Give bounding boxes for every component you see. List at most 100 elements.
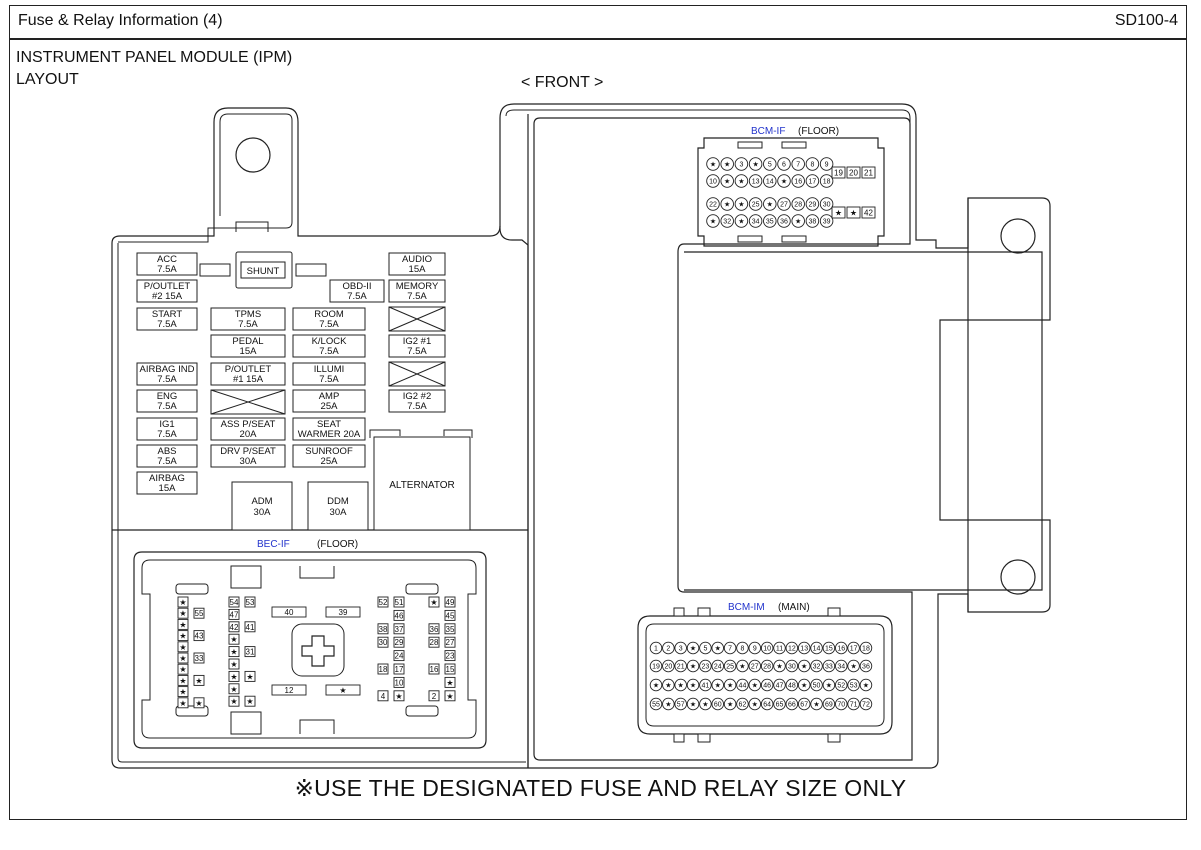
pin-label: ★ [430,598,437,607]
pin-label: 22 [709,202,717,209]
pin-label: 32 [813,664,821,671]
bcm-im-name: BCM-IM [728,602,765,613]
connector-pin: ★ [662,697,675,711]
connector-pin: ★ [846,206,861,219]
connector-pin: ★ [736,659,749,673]
fuse-rating: 7.5A [157,374,177,385]
connector-pin: 1 [649,641,663,655]
fuse-name: AIRBAG IND [140,364,195,375]
connector-pin: ★ [674,678,687,692]
connector-pin: 32 [720,214,734,228]
connector-pin: 64 [760,697,774,711]
connector-pin: 19 [649,659,663,673]
connector-pin: 21 [861,166,876,179]
pin-label: 14 [766,179,774,186]
connector-pin: ★ [244,695,256,707]
connector-pin: 12 [271,684,307,696]
pin-label: 28 [430,638,439,647]
pin-label: ★ [665,701,671,709]
pin-label: 16 [794,179,802,186]
fuse-name: ABS [157,446,176,457]
connector-pin: 53 [244,596,256,608]
bec-if-name: BEC-IF [257,539,290,550]
connector-pin: ★ [734,214,749,228]
fuse-rating: 7.5A [157,319,177,330]
connector-pin: 39 [325,606,361,618]
connector-pin: 50 [810,678,823,692]
pin-label: 67 [800,702,808,709]
bcm-im-location: (MAIN) [778,602,810,613]
connector-pin: 17 [805,174,820,188]
connector-pin: 35 [444,623,456,635]
connector-pin: 12 [785,641,799,655]
fuse-rating: 15A [409,264,427,275]
pin-label: 36 [780,219,788,226]
fuse-rating: 30A [240,456,258,467]
fuse-ig2-1: IG2 #17.5A [388,334,446,358]
fuse-rating: 7.5A [319,374,339,385]
fuse-name: AIRBAG [149,473,185,484]
pin-label: 36 [862,664,870,671]
connector-pin: 13 [797,641,811,655]
fuse-rating: 7.5A [407,291,427,302]
connector-pin: 6 [777,157,791,171]
connector-pin: ★ [444,690,456,702]
connector-pin: 34 [748,214,763,228]
connector-pin: ★ [773,659,786,673]
pin-label: 33 [195,654,204,663]
page-title: Fuse & Relay Information (4) [18,12,223,29]
connector-pin: 33 [822,659,836,673]
pin-label: 41 [246,623,255,632]
pin-label: ★ [195,699,202,708]
fuse-rating: 30A [254,507,272,518]
fuse-p-outlet-1: P/OUTLET#1 15A [210,362,286,386]
connector-pin: 37 [393,623,405,635]
connector-pin: ★ [706,214,720,228]
connector-pin: ★ [686,678,700,692]
pin-label: ★ [781,178,787,186]
connector-pin: 41 [699,678,712,692]
connector-pin: 32 [810,659,823,673]
pin-label: 41 [702,683,710,690]
pin-label: 49 [446,598,455,607]
connector-pin: 36 [859,659,873,673]
pin-label: 44 [739,683,747,690]
module-title-line1: INSTRUMENT PANEL MODULE (IPM) [16,49,293,66]
connector-pin: 31 [244,646,256,658]
pin-label: 6 [782,162,786,169]
pin-label: ★ [776,663,782,671]
pin-label: 7 [728,646,732,653]
pin-label: ★ [767,201,773,209]
connector-pin: 24 [393,650,405,662]
connector-pin: 46 [393,609,405,621]
pin-label: 5 [768,162,772,169]
fuse-name: SUNROOF [305,446,353,457]
connector-pin: 35 [763,214,777,228]
connector-pin: ★ [228,658,240,670]
pin-label: 23 [702,664,710,671]
pin-label: ★ [339,686,346,695]
connector-pin: ★ [777,174,791,188]
connector-pin: ★ [228,670,240,682]
module-title-line2: LAYOUT [16,71,79,88]
connector-pin: ★ [228,683,240,695]
header-bar: Fuse & Relay Information (4) SD100-4 [10,6,1186,40]
pin-label: 10 [709,179,717,186]
fuse-rating: 25A [321,401,339,412]
pin-label: 30 [823,202,831,209]
bcm-if-location: (FLOOR) [798,126,839,137]
connector-pin: 17 [393,663,405,675]
pin-label: ★ [690,701,696,709]
connector-pin: 10 [760,641,774,655]
connector-pin: ★ [177,652,189,664]
pin-label: 18 [823,179,831,186]
fuse-name: TPMS [235,309,261,320]
pin-label: 50 [813,683,821,690]
connector-pin: 55 [649,697,663,711]
pin-label: 70 [837,702,845,709]
